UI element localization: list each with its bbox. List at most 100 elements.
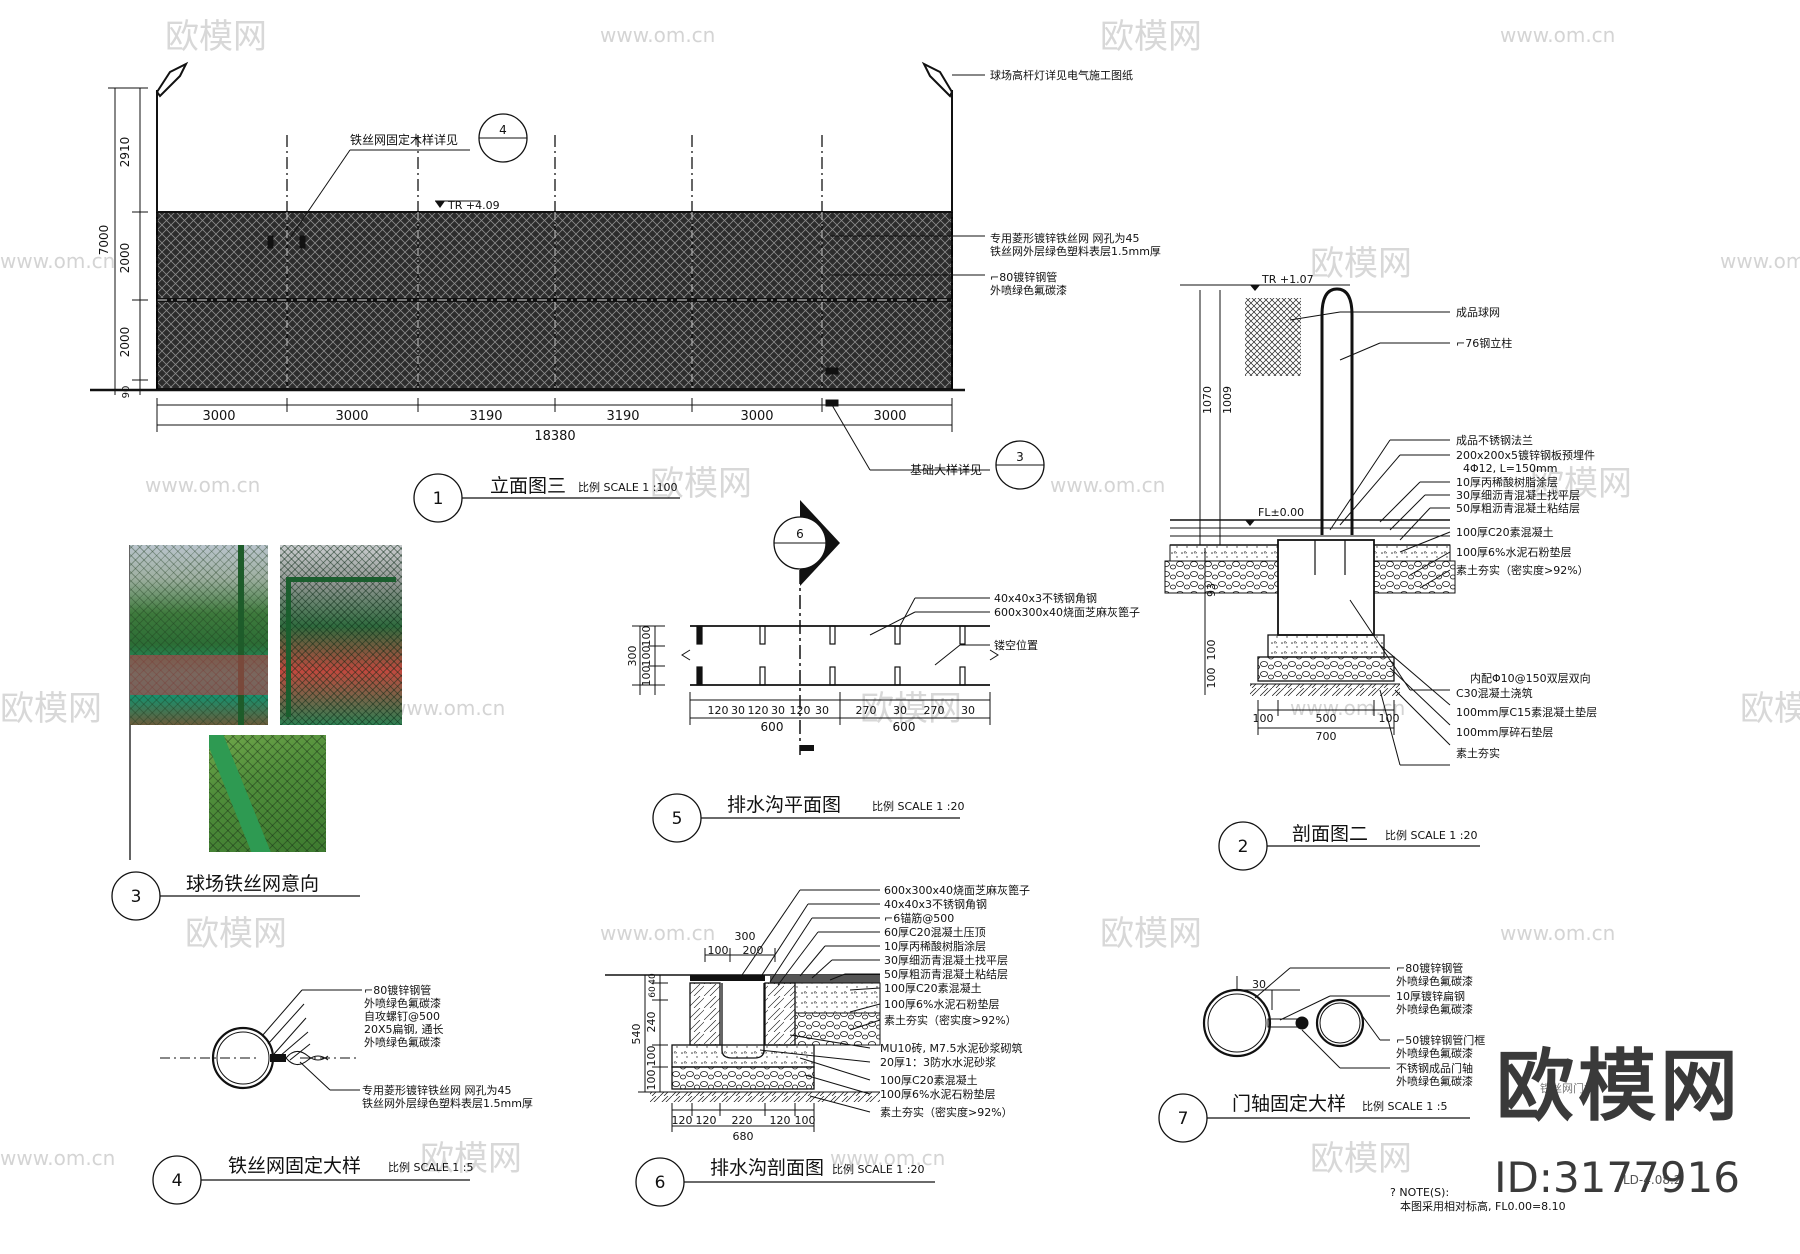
- gate-frame-circle: [1315, 998, 1365, 1048]
- svg-text:600x300x40烧面芝麻灰篦子: 600x300x40烧面芝麻灰篦子: [994, 605, 1140, 619]
- watermark-logo: 欧模网 欧模网 欧模网 欧模网 欧模网 欧模网 欧模网 欧模网 欧模网 欧模网 …: [0, 17, 1800, 1179]
- svg-text:2: 2: [1238, 837, 1249, 857]
- svg-text:欧模网: 欧模网: [1100, 17, 1202, 57]
- svg-text:4: 4: [499, 123, 507, 137]
- svg-text:20X5扁钢, 通长: 20X5扁钢, 通长: [364, 1023, 444, 1036]
- dim-1: 3000: [202, 409, 235, 424]
- svg-text:30: 30: [961, 704, 975, 717]
- lamp-pole-right: [921, 61, 954, 212]
- svg-text:欧模网: 欧模网: [165, 17, 267, 57]
- svg-text:4Φ12, L=150mm: 4Φ12, L=150mm: [1463, 462, 1557, 475]
- view-6-title: 排水沟剖面图: [710, 1157, 824, 1179]
- svg-text:120: 120: [708, 704, 729, 717]
- svg-text:50厚粗沥青混凝土粘结层: 50厚粗沥青混凝土粘结层: [1456, 501, 1580, 515]
- svg-text:10厚镀锌扁钢: 10厚镀锌扁钢: [1396, 989, 1465, 1003]
- svg-text:www.om.cn: www.om.cn: [830, 1146, 945, 1170]
- section-2-text: TR +1.07 FL±0.00 1070 1009 93 100 100 10…: [1201, 273, 1597, 857]
- svg-text:C30混凝土浇筑: C30混凝土浇筑: [1456, 686, 1533, 700]
- svg-text:700: 700: [1316, 730, 1337, 743]
- svg-text:40x40x3不锈钢角钢: 40x40x3不锈钢角钢: [884, 898, 987, 911]
- svg-text:欧模网: 欧模网: [860, 689, 962, 729]
- svg-text:100: 100: [1379, 712, 1400, 725]
- detail-4-view: [152, 989, 470, 1205]
- svg-text:120: 120: [790, 704, 811, 717]
- fence-posts: [156, 135, 953, 392]
- view-4-title: 铁丝网固定大样: [228, 1155, 361, 1177]
- svg-text:200: 200: [743, 944, 764, 957]
- svg-text:300: 300: [735, 930, 756, 943]
- level-tr: TR +4.09: [447, 199, 500, 212]
- svg-text:铁丝网门样: 铁丝网门样: [1540, 1081, 1595, 1095]
- svg-text:? NOTE(S):: ? NOTE(S):: [1390, 1186, 1449, 1199]
- steel-post: [1320, 287, 1354, 535]
- svg-text:220: 220: [732, 1114, 753, 1127]
- svg-text:欧模网: 欧模网: [1100, 914, 1202, 954]
- view-2-title: 剖面图二: [1292, 823, 1368, 845]
- svg-text:基础大样详见: 基础大样详见: [910, 462, 982, 477]
- svg-text:球场高杆灯详见电气施工图纸: 球场高杆灯详见电气施工图纸: [990, 68, 1133, 82]
- svg-text:100: 100: [645, 1070, 658, 1091]
- svg-text:素土夯实: 素土夯实: [1456, 746, 1500, 760]
- drain-section-leaders: [741, 889, 881, 1113]
- svg-text:www.om.cn: www.om.cn: [1720, 249, 1800, 273]
- svg-text:30: 30: [815, 704, 829, 717]
- svg-text:铁丝网固定木样详见: 铁丝网固定木样详见: [350, 132, 458, 147]
- svg-text:60: 60: [648, 986, 658, 998]
- elevation-view: [90, 61, 1045, 523]
- svg-text:欧模网: 欧模网: [1310, 244, 1412, 284]
- svg-text:600: 600: [761, 720, 784, 734]
- footing-block: [1277, 539, 1375, 636]
- photo-title-text: 3 球场铁丝网意向: [131, 873, 319, 907]
- svg-text:3: 3: [131, 887, 142, 907]
- svg-text:自攻螺钉@500: 自攻螺钉@500: [364, 1009, 440, 1023]
- svg-text:30: 30: [893, 704, 907, 717]
- svg-text:100厚C20素混凝土: 100厚C20素混凝土: [884, 981, 982, 995]
- svg-text:240: 240: [645, 1012, 658, 1033]
- svg-text:100厚C20素混凝土: 100厚C20素混凝土: [1456, 525, 1554, 539]
- section-2-view: [1164, 284, 1480, 871]
- svg-text:6: 6: [655, 1173, 666, 1193]
- svg-text:比例 SCALE 1 :5: 比例 SCALE 1 :5: [388, 1160, 473, 1174]
- svg-text:30: 30: [1252, 978, 1266, 991]
- svg-text:540: 540: [630, 1024, 643, 1045]
- detail-7-view: [1158, 967, 1470, 1143]
- dim-2: 3000: [335, 409, 368, 424]
- section-2-leaders: [1289, 311, 1451, 766]
- svg-text:FL±0.00: FL±0.00: [1258, 506, 1304, 519]
- svg-text:外喷绿色氟碳漆: 外喷绿色氟碳漆: [364, 996, 441, 1010]
- svg-text:100: 100: [708, 944, 729, 957]
- svg-text:3: 3: [1016, 450, 1024, 464]
- svg-text:100: 100: [640, 626, 653, 647]
- svg-text:2910: 2910: [118, 137, 132, 168]
- svg-text:30厚细沥青混凝土找平层: 30厚细沥青混凝土找平层: [1456, 488, 1580, 502]
- svg-text:2000: 2000: [118, 327, 132, 358]
- svg-text:⌐6锚筋@500: ⌐6锚筋@500: [884, 911, 954, 925]
- svg-text:外喷绿色氟碳漆: 外喷绿色氟碳漆: [364, 1035, 441, 1049]
- svg-text:30: 30: [771, 704, 785, 717]
- svg-text:120: 120: [748, 704, 769, 717]
- dim-6: 3000: [873, 409, 906, 424]
- svg-text:不锈钢成品门轴: 不锈钢成品门轴: [1396, 1061, 1473, 1075]
- svg-text:120: 120: [770, 1114, 791, 1127]
- svg-text:TR +1.07: TR +1.07: [1261, 273, 1314, 286]
- svg-text:www.om.cn: www.om.cn: [390, 696, 505, 720]
- detail-4-text: ⌐80镀锌钢管 外喷绿色氟碳漆 自攻螺钉@500 20X5扁钢, 通长 外喷绿色…: [172, 983, 533, 1191]
- svg-text:100厚C20素混凝土: 100厚C20素混凝土: [880, 1073, 978, 1087]
- svg-text:2000: 2000: [118, 243, 132, 274]
- svg-text:120: 120: [696, 1114, 717, 1127]
- svg-text:100厚6%水泥石粉垫层: 100厚6%水泥石粉垫层: [880, 1087, 995, 1101]
- svg-text:专用菱形镀锌铁丝网 网孔为45: 专用菱形镀锌铁丝网 网孔为45: [362, 1083, 512, 1097]
- svg-text:90: 90: [121, 386, 132, 399]
- svg-text:比例 SCALE 1 :5: 比例 SCALE 1 :5: [1362, 1099, 1447, 1113]
- svg-text:60厚C20混凝土压顶: 60厚C20混凝土压顶: [884, 925, 986, 939]
- svg-text:100: 100: [645, 1046, 658, 1067]
- brand-logo: 欧模网: [1495, 1042, 1742, 1132]
- svg-text:600: 600: [893, 720, 916, 734]
- dim-5: 3000: [740, 409, 773, 424]
- ball-net: [1245, 298, 1301, 376]
- svg-text:MU10砖, M7.5水泥砂浆砌筑: MU10砖, M7.5水泥砂浆砌筑: [880, 1041, 1023, 1055]
- svg-text:⌐80镀锌钢管: ⌐80镀锌钢管: [1396, 961, 1463, 975]
- svg-text:680: 680: [733, 1130, 754, 1143]
- svg-text:www.om.cn: www.om.cn: [1500, 23, 1615, 47]
